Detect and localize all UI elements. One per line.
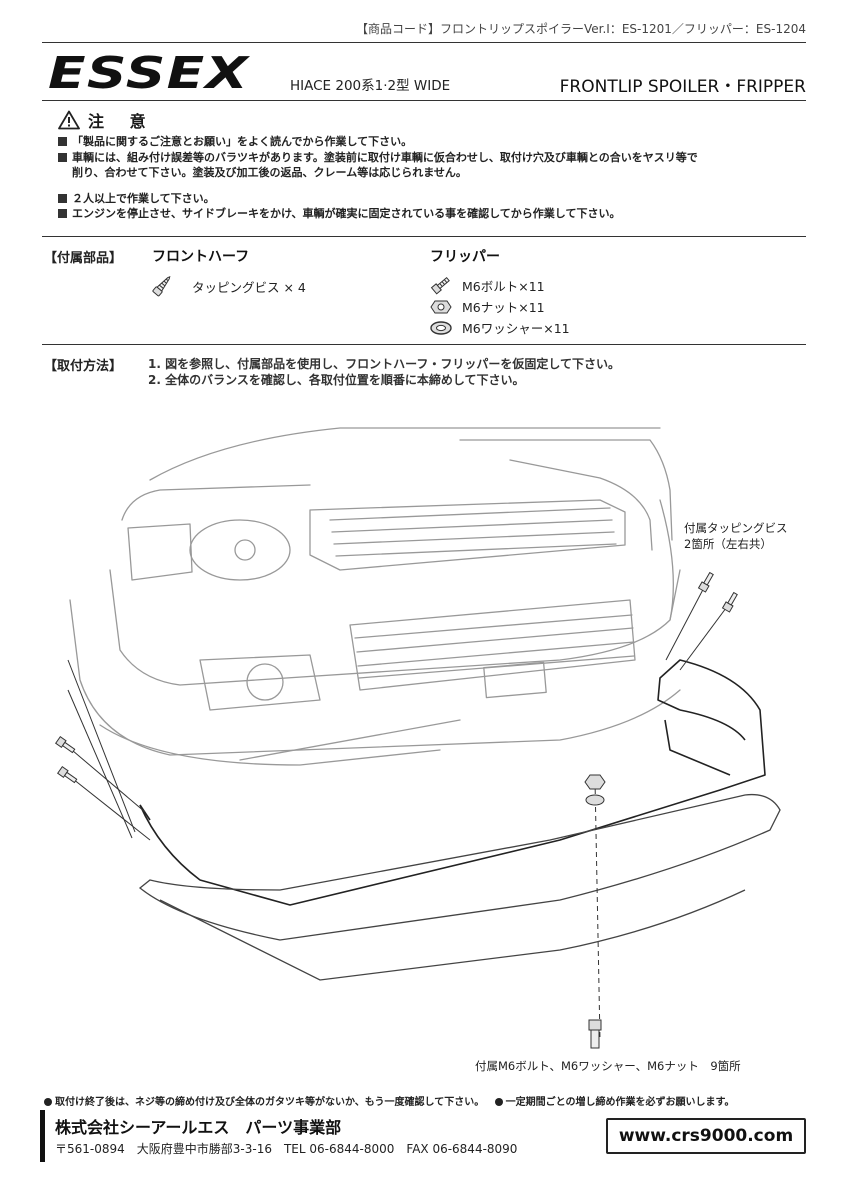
caution-note: 「製品に関するご注意とお願い」をよく読んでから作業して下さい。 (58, 134, 698, 150)
tapping-screw-icon (152, 275, 171, 297)
caution-heading: 注 意 (58, 108, 156, 132)
product-code: 【商品コード】フロントリップスポイラーVer.Ⅰ：ES-1201／フリッパー：E… (356, 22, 806, 36)
warning-triangle-icon (58, 110, 80, 130)
flipper-item: M6ボルト×11 (430, 275, 545, 295)
caution-note: 削り、合わせて下さい。塗装及び加工後の返品、クレーム等は応じられません。 (72, 166, 467, 179)
install-step: 2. 全体のバランスを確認し、各取付位置を順番に本締めして下さい。 (148, 373, 525, 387)
front-half-title: フロントハーフ (152, 249, 250, 265)
product-title: FRONTLIP SPOILER・FRIPPER (559, 77, 806, 97)
website-link[interactable]: www.crs9000.com (606, 1118, 806, 1154)
caution-title: 注 意 (88, 112, 156, 131)
bottom-note: 取付け終了後は、ネジ等の締め付け及び全体のガタツキ等がないか、もう一度確認して下… (55, 1097, 485, 1108)
install-step: 1. 図を参照し、付属部品を使用し、フロントハーフ・フリッパーを仮固定して下さい… (148, 357, 621, 371)
front-half-item: タッピングビス × 4 (148, 272, 306, 300)
bottom-note: 一定期間ごとの増し締め作業を必ずお願いします。 (505, 1097, 735, 1108)
install-label: 【取付方法】 (44, 359, 123, 374)
title-rule (42, 100, 806, 101)
footer: 株式会社シーアールエス パーツ事業部 〒561-0894 大阪府豊中市勝部3-3… (40, 1110, 808, 1162)
caution-note: エンジンを停止させ、サイドブレーキをかけ、車輌が確実に固定されている事を確認して… (58, 206, 698, 222)
flipper-title: フリッパー (430, 249, 500, 265)
washer-icon (430, 320, 452, 335)
caution-note: 車輌には、組み付け誤差等のバラツキがあります。塗装前に取付け車輌に仮合わせし、取… (58, 150, 698, 166)
screws-callout: 付属タッピングビス 2箇所（左右共） (684, 521, 788, 551)
header-rule (42, 42, 806, 43)
washer-item-text: M6ワッシャー×11 (462, 321, 570, 336)
bolt-item-text: M6ボルト×11 (462, 278, 545, 294)
bolts-callout: 付属M6ボルト、M6ワッシャー、M6ナット 9箇所 (475, 1059, 741, 1073)
flipper-item: M6ナット×11 (430, 297, 545, 316)
nut-icon (430, 300, 452, 313)
essex-logo: ESSEX (48, 48, 250, 99)
vehicle-model: HIACE 200系1·2型 WIDE (290, 78, 451, 94)
installation-diagram (55, 427, 781, 1049)
install-steps: 1. 図を参照し、付属部品を使用し、フロントハーフ・フリッパーを仮固定して下さい… (148, 356, 620, 388)
front-half-item-text: タッピングビス × 4 (192, 279, 306, 295)
caution-note: ２人以上で作業して下さい。 (58, 191, 698, 207)
company-name: 株式会社シーアールエス パーツ事業部 (55, 1118, 342, 1137)
flipper-item: M6ワッシャー×11 (430, 318, 570, 337)
bolt-icon (430, 276, 450, 295)
parts-label: 【付属部品】 (44, 251, 123, 266)
parts-rule (42, 344, 806, 345)
nut-item-text: M6ナット×11 (462, 300, 545, 315)
caution-notes: 「製品に関するご注意とお願い」をよく読んでから作業して下さい。 車輌には、組み付… (58, 134, 698, 222)
bottom-notes: 取付け終了後は、ネジ等の締め付け及び全体のガタツキ等がないか、もう一度確認して下… (44, 1093, 735, 1108)
caution-rule (42, 236, 806, 237)
company-address: 〒561-0894 大阪府豊中市勝部3-3-16 TEL 06-6844-800… (55, 1142, 518, 1156)
